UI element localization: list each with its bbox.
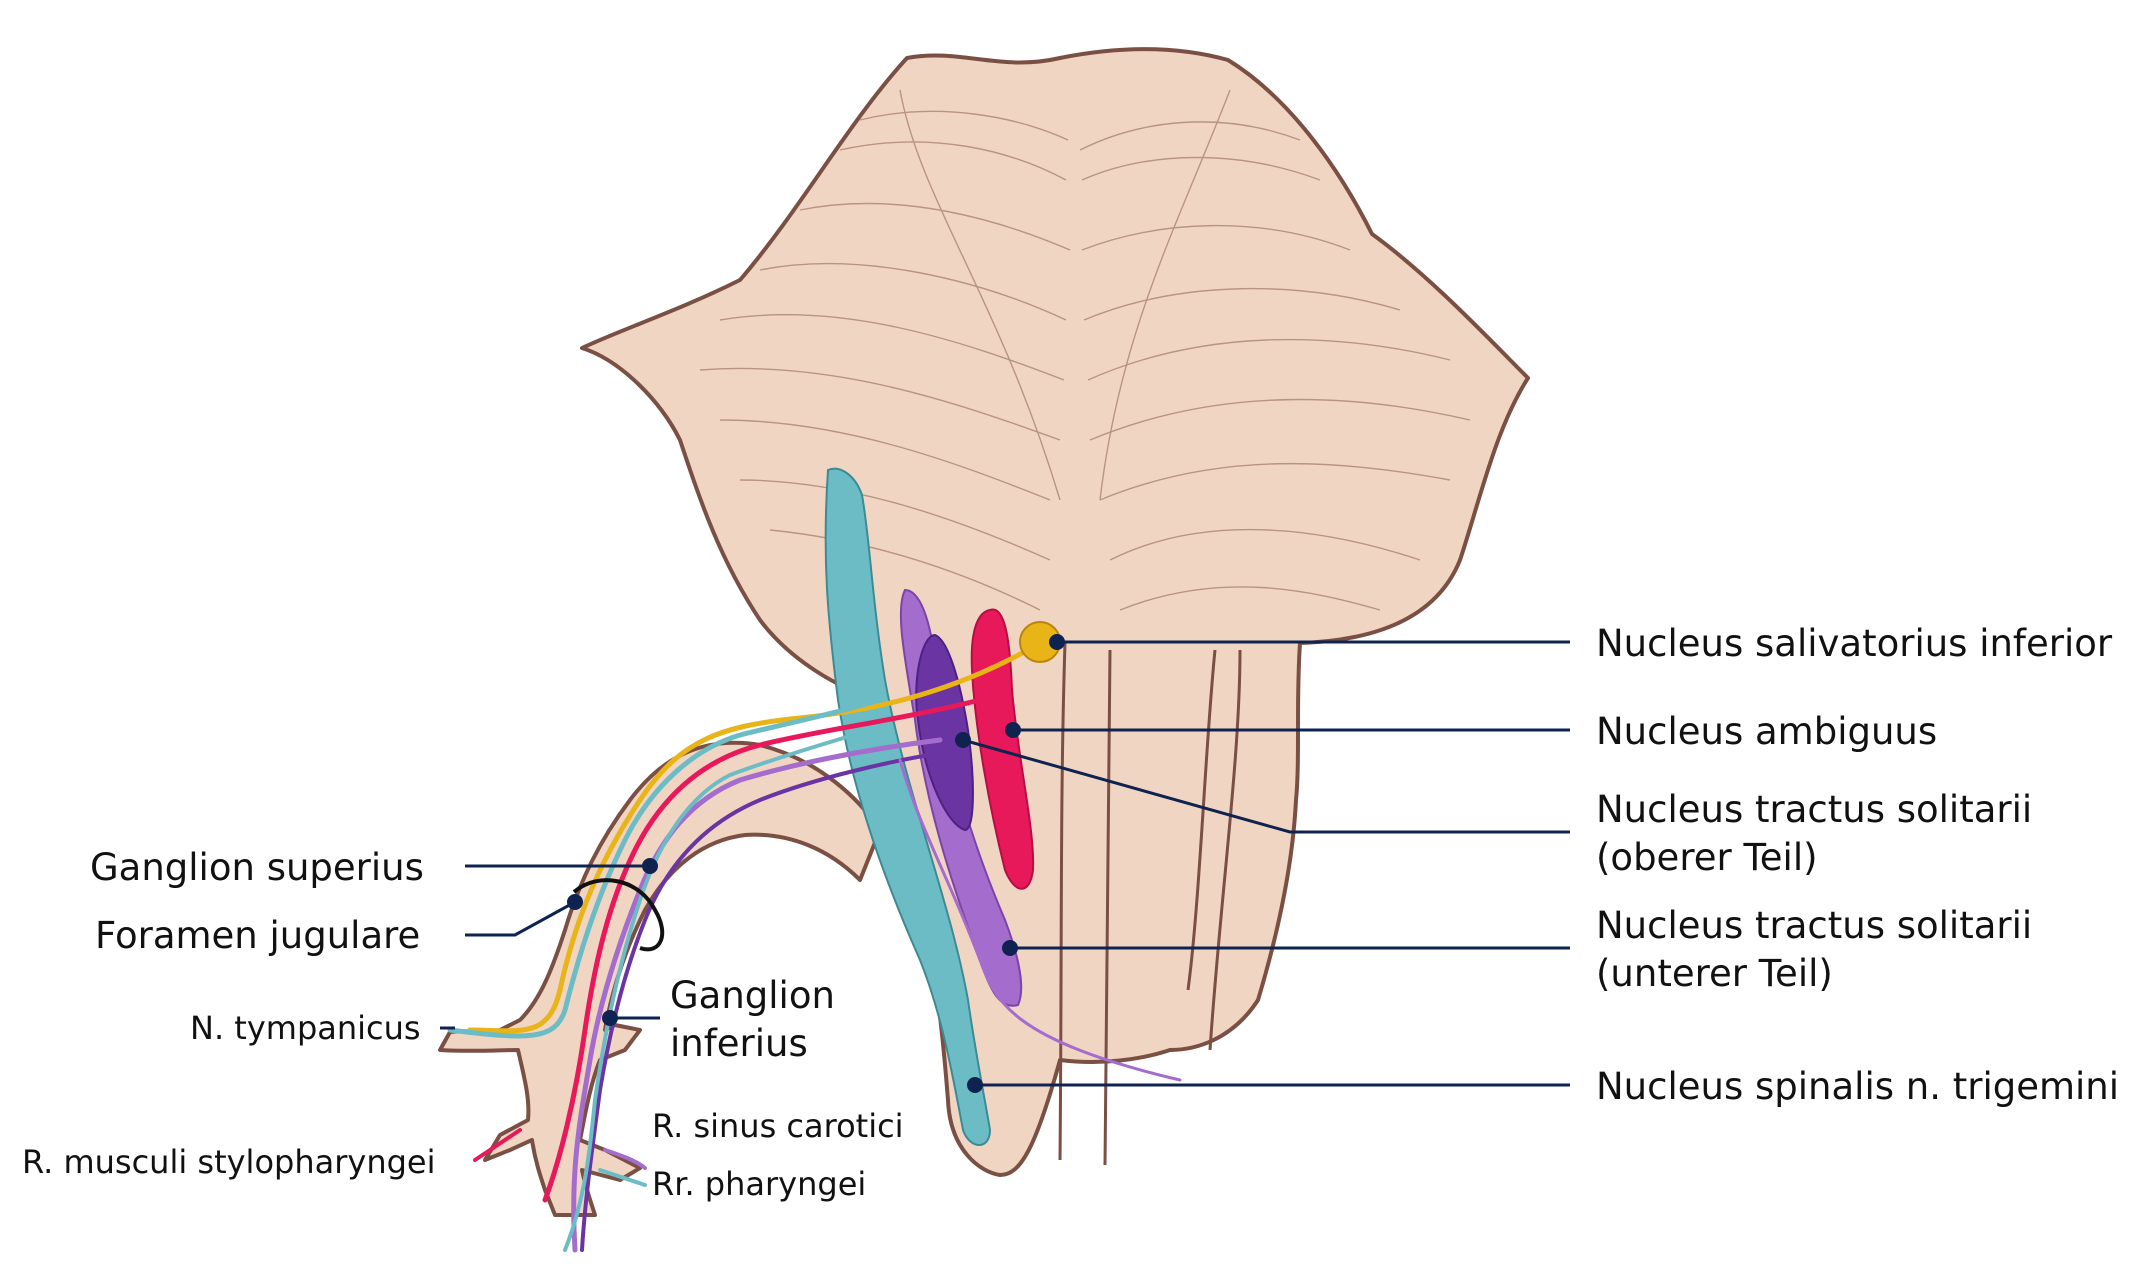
nucleus-spinalis-trigemini-shape <box>824 467 992 1146</box>
dot-nts-upper <box>955 732 971 748</box>
label-ganglion-inferius-line1: Ganglion <box>670 974 835 1017</box>
label-ganglion-inferius: Ganglion inferius <box>670 972 835 1068</box>
dot-foramen-jugulare <box>567 894 583 910</box>
label-r-sinus-carotici: R. sinus carotici <box>652 1107 904 1145</box>
label-ganglion-inferius-line2: inferius <box>670 1022 808 1066</box>
label-r-musculi-stylopharyngei: R. musculi stylopharyngei <box>22 1143 436 1181</box>
leader-dots <box>567 634 1065 1093</box>
dot-nts-lower <box>1002 940 1018 956</box>
label-foramen-jugulare: Foramen jugulare <box>95 914 421 957</box>
label-n-tympanicus: N. tympanicus <box>190 1009 421 1047</box>
dot-ganglion-inferius <box>602 1010 618 1026</box>
label-nucleus-ambiguus: Nucleus ambiguus <box>1596 710 1938 753</box>
dot-nucleus-ambiguus <box>1005 722 1021 738</box>
label-ganglion-superius: Ganglion superius <box>90 846 424 889</box>
medulla-fiber-lines <box>1058 642 1242 1166</box>
label-rr-pharyngei: Rr. pharyngei <box>652 1165 867 1203</box>
label-nucleus-tractus-solitarii-upper: Nucleus tractus solitarii (oberer Teil) <box>1596 786 2032 882</box>
leader-foramen-jugulare <box>465 900 576 937</box>
dot-ganglion-superius <box>642 858 658 874</box>
dot-nucleus-spinalis <box>967 1077 983 1093</box>
leader-nts-upper <box>962 738 1570 834</box>
label-nts-lower-line1: Nucleus tractus solitarii <box>1596 904 2033 947</box>
pons-fiber-lines <box>699 89 1471 611</box>
label-nts-lower-line2: (unterer Teil) <box>1596 952 1833 996</box>
label-nucleus-tractus-solitarii-lower: Nucleus tractus solitarii (unterer Teil) <box>1596 902 2032 998</box>
foramen-jugulare-ring <box>572 878 665 952</box>
brainstem-outline <box>580 47 1530 1177</box>
leader-lines <box>440 640 1570 1087</box>
label-nts-upper-line1: Nucleus tractus solitarii <box>1596 788 2033 831</box>
nucleus-ambiguus-shape <box>970 608 1035 890</box>
nucleus-tractus-solitarii-upper-shape <box>915 633 974 832</box>
label-nucleus-spinalis-trigemini: Nucleus spinalis n. trigemini <box>1596 1065 2120 1108</box>
dot-nucleus-salivatorius-inferior <box>1049 634 1065 650</box>
nerve-trunk <box>438 740 882 1217</box>
label-nucleus-salivatorius-inferior: Nucleus salivatorius inferior <box>1596 622 2113 665</box>
label-nts-upper-line2: (oberer Teil) <box>1596 836 1818 880</box>
